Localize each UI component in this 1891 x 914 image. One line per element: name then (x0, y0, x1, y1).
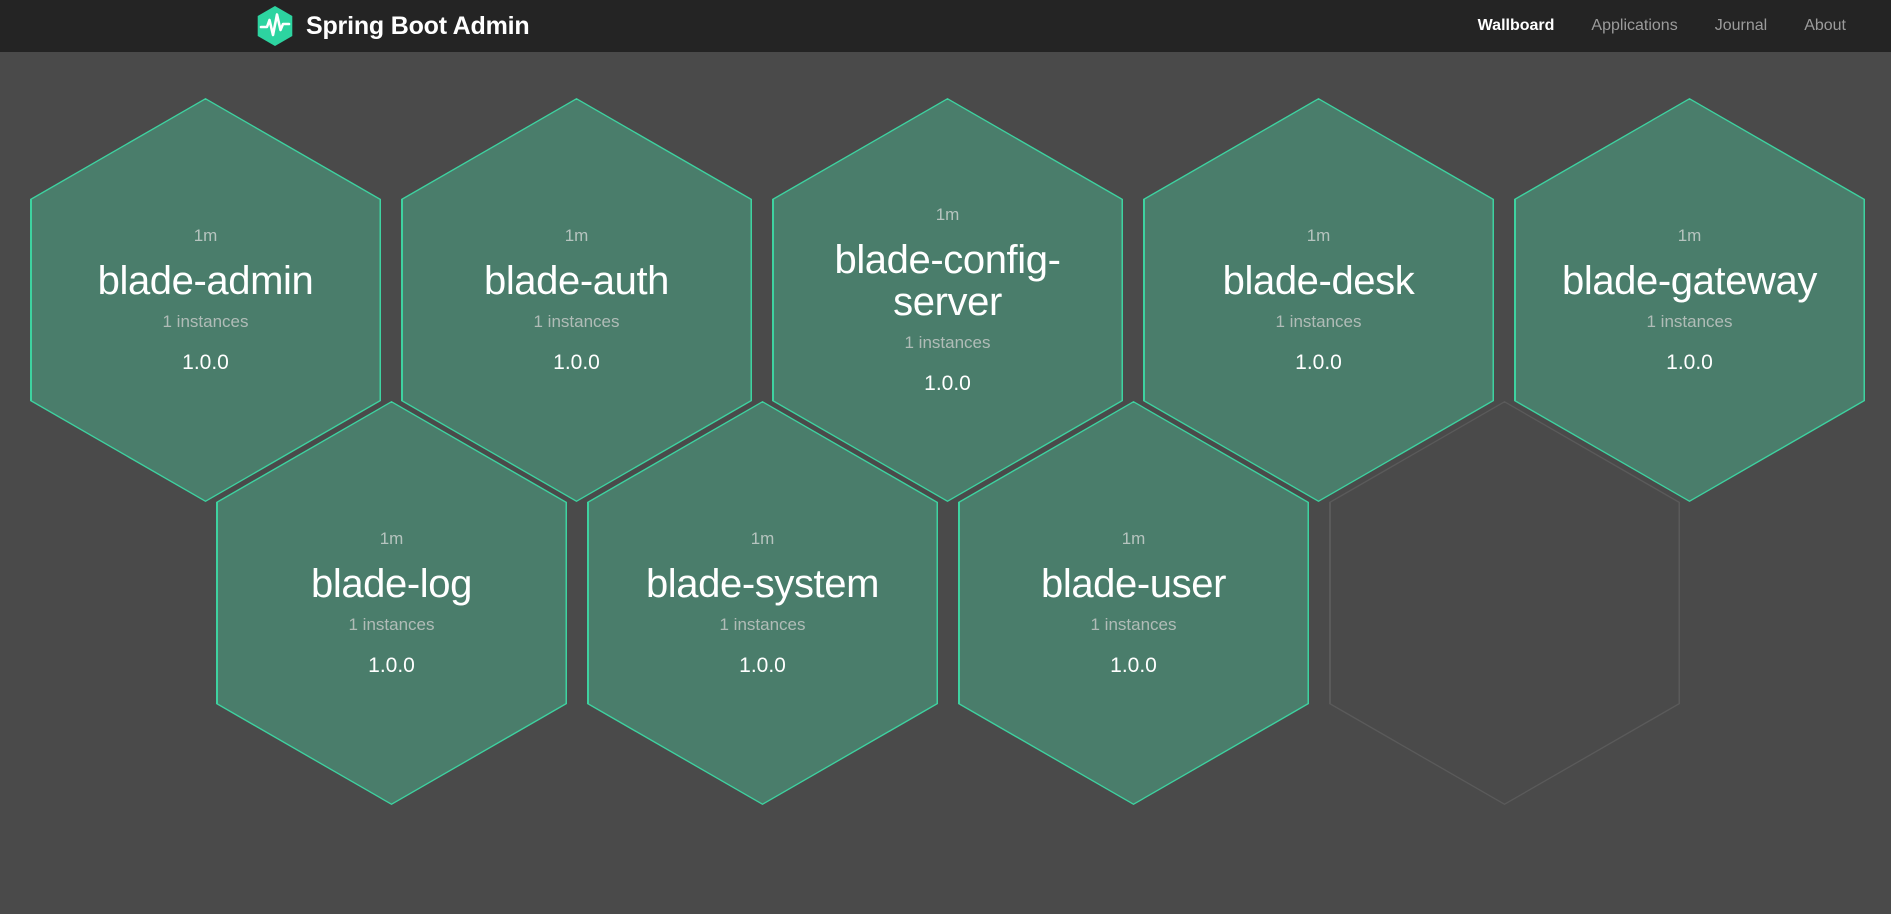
app-uptime: 1m (564, 226, 589, 246)
application-hexagon-blade-admin[interactable]: 1m blade-admin 1 instances 1.0.0 (30, 98, 381, 502)
app-version: 1.0.0 (739, 653, 786, 677)
app-version: 1.0.0 (1666, 350, 1713, 374)
app-instances: 1 instances (1646, 311, 1733, 331)
app-uptime: 1m (1677, 226, 1702, 246)
brand-link[interactable]: Spring Boot Admin (255, 5, 530, 47)
app-uptime: 1m (1121, 529, 1146, 549)
application-hexagon-blade-system[interactable]: 1m blade-system 1 instances 1.0.0 (587, 401, 938, 805)
nav-item-wallboard[interactable]: Wallboard (1477, 17, 1555, 34)
app-name: blade-desk (1222, 259, 1415, 304)
app-version: 1.0.0 (553, 350, 600, 374)
app-name: blade-log (311, 562, 472, 607)
app-version: 1.0.0 (182, 350, 229, 374)
nav-item-about[interactable]: About (1804, 17, 1846, 34)
app-version: 1.0.0 (924, 371, 971, 395)
nav-item-applications[interactable]: Applications (1591, 17, 1678, 34)
app-instances: 1 instances (719, 614, 806, 634)
app-name: blade-user (1040, 562, 1226, 607)
app-instances: 1 instances (533, 311, 620, 331)
app-name: blade-system (645, 562, 880, 607)
application-hexagon-blade-config-server[interactable]: 1m blade-config-server 1 instances 1.0.0 (772, 98, 1123, 502)
app-uptime: 1m (1306, 226, 1331, 246)
brand-title: Spring Boot Admin (306, 11, 530, 40)
app-uptime: 1m (750, 529, 775, 549)
app-uptime: 1m (379, 529, 404, 549)
app-version: 1.0.0 (1295, 350, 1342, 374)
app-uptime: 1m (193, 226, 218, 246)
heartbeat-hexagon-logo-icon (255, 5, 295, 47)
app-name: blade-gateway (1562, 259, 1817, 304)
app-instances: 1 instances (1275, 311, 1362, 331)
application-hexagon-blade-gateway[interactable]: 1m blade-gateway 1 instances 1.0.0 (1514, 98, 1865, 502)
app-version: 1.0.0 (368, 653, 415, 677)
app-instances: 1 instances (162, 311, 249, 331)
wallboard-grid: 1m blade-admin 1 instances 1.0.0 1m blad… (0, 52, 1891, 914)
app-version: 1.0.0 (1110, 653, 1157, 677)
application-hexagon-blade-log[interactable]: 1m blade-log 1 instances 1.0.0 (216, 401, 567, 805)
app-name: blade-config-server (834, 238, 1061, 324)
application-hexagon-blade-auth[interactable]: 1m blade-auth 1 instances 1.0.0 (401, 98, 752, 502)
app-uptime: 1m (935, 205, 960, 225)
application-hexagon-blade-user[interactable]: 1m blade-user 1 instances 1.0.0 (958, 401, 1309, 805)
app-instances: 1 instances (348, 614, 435, 634)
top-navbar: Spring Boot Admin Wallboard Applications… (0, 0, 1891, 52)
nav-item-journal[interactable]: Journal (1714, 17, 1768, 34)
main-navigation: Wallboard Applications Journal About (1478, 17, 1846, 35)
app-name: blade-admin (97, 259, 314, 304)
app-name: blade-auth (483, 259, 670, 304)
app-instances: 1 instances (904, 332, 991, 352)
app-instances: 1 instances (1090, 614, 1177, 634)
